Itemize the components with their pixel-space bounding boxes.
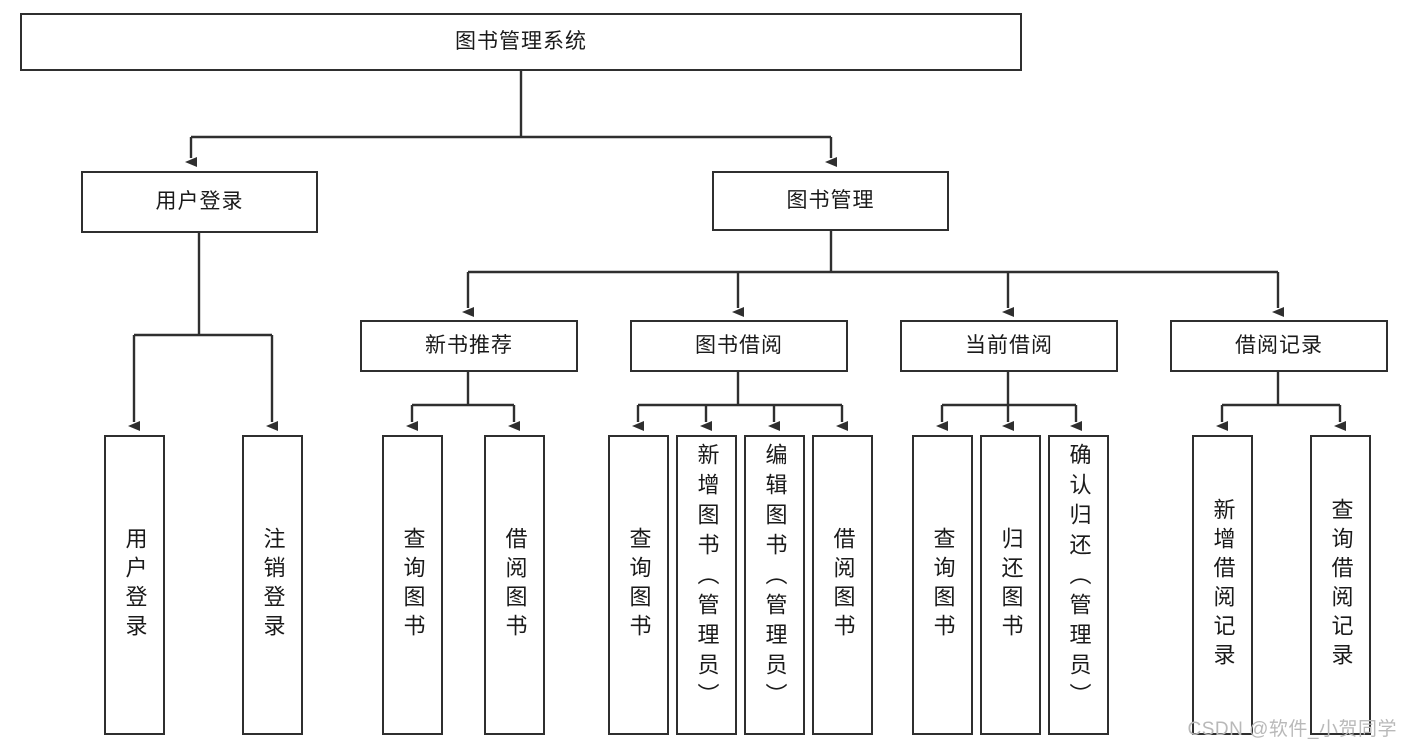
node-new-book-recommend-label: 新书推荐 bbox=[425, 334, 513, 358]
node-user-login-label: 用户登录 bbox=[155, 190, 244, 214]
leaf-current-confirm-return[interactable]: 确认归还（管理员） bbox=[1048, 435, 1109, 735]
node-root-label: 图书管理系统 bbox=[455, 30, 587, 54]
node-book-borrow[interactable]: 图书借阅 bbox=[630, 320, 848, 372]
node-borrow-record[interactable]: 借阅记录 bbox=[1170, 320, 1388, 372]
leaf-user-logout-label: 注销登录 bbox=[260, 527, 286, 643]
leaf-current-return-book-label: 归还图书 bbox=[998, 527, 1024, 643]
leaf-current-query-book-label: 查询图书 bbox=[930, 527, 956, 643]
leaf-borrow-borrow-book[interactable]: 借阅图书 bbox=[812, 435, 873, 735]
node-current-borrow-label: 当前借阅 bbox=[965, 334, 1053, 358]
leaf-record-add[interactable]: 新增借阅记录 bbox=[1192, 435, 1253, 735]
node-book-borrow-label: 图书借阅 bbox=[695, 334, 783, 358]
leaf-borrow-edit-book-label: 编辑图书（管理员） bbox=[762, 443, 788, 713]
leaf-current-query-book[interactable]: 查询图书 bbox=[912, 435, 973, 735]
leaf-borrow-edit-book[interactable]: 编辑图书（管理员） bbox=[744, 435, 805, 735]
leaf-current-return-book[interactable]: 归还图书 bbox=[980, 435, 1041, 735]
leaf-record-add-label: 新增借阅记录 bbox=[1210, 498, 1236, 672]
node-root[interactable]: 图书管理系统 bbox=[20, 13, 1022, 71]
leaf-current-confirm-return-label: 确认归还（管理员） bbox=[1066, 443, 1092, 713]
leaf-borrow-borrow-book-label: 借阅图书 bbox=[830, 527, 856, 643]
leaf-newbook-query-book[interactable]: 查询图书 bbox=[382, 435, 443, 735]
node-current-borrow[interactable]: 当前借阅 bbox=[900, 320, 1118, 372]
node-book-management[interactable]: 图书管理 bbox=[712, 171, 949, 231]
leaf-record-query[interactable]: 查询借阅记录 bbox=[1310, 435, 1371, 735]
leaf-user-login-label: 用户登录 bbox=[122, 527, 148, 643]
node-user-login[interactable]: 用户登录 bbox=[81, 171, 318, 233]
node-borrow-record-label: 借阅记录 bbox=[1235, 334, 1323, 358]
watermark-text: CSDN @软件_小贺同学 bbox=[1187, 719, 1397, 740]
leaf-record-query-label: 查询借阅记录 bbox=[1328, 498, 1354, 672]
leaf-borrow-query-book-label: 查询图书 bbox=[626, 527, 652, 643]
leaf-newbook-borrow-book[interactable]: 借阅图书 bbox=[484, 435, 545, 735]
leaf-user-login[interactable]: 用户登录 bbox=[104, 435, 165, 735]
leaf-user-logout[interactable]: 注销登录 bbox=[242, 435, 303, 735]
leaf-borrow-add-book-label: 新增图书（管理员） bbox=[694, 443, 720, 713]
leaf-newbook-borrow-book-label: 借阅图书 bbox=[502, 527, 528, 643]
node-new-book-recommend[interactable]: 新书推荐 bbox=[360, 320, 578, 372]
node-book-management-label: 图书管理 bbox=[786, 189, 875, 213]
leaf-borrow-add-book[interactable]: 新增图书（管理员） bbox=[676, 435, 737, 735]
leaf-borrow-query-book[interactable]: 查询图书 bbox=[608, 435, 669, 735]
leaf-newbook-query-book-label: 查询图书 bbox=[400, 527, 426, 643]
